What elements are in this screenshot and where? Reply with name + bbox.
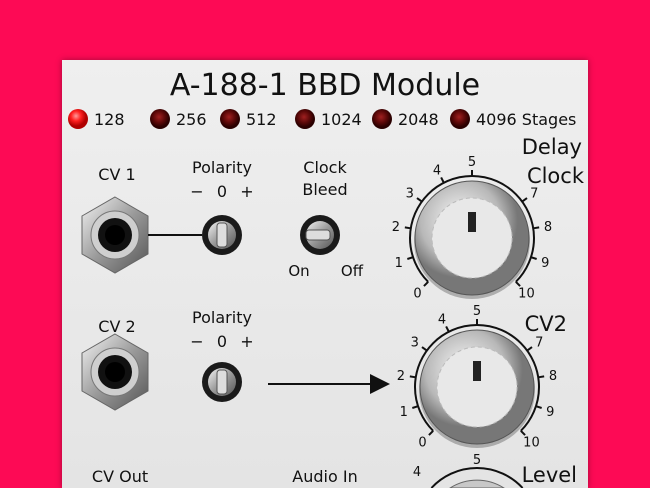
stage-led-0[interactable]: 128 xyxy=(68,109,125,129)
cv1-jack[interactable] xyxy=(81,196,149,274)
clock-bleed-on: On xyxy=(288,262,309,280)
level-knob[interactable] xyxy=(430,467,524,488)
cv1-label: CV 1 xyxy=(98,165,135,184)
stage-label: 128 xyxy=(94,110,125,129)
knob-cap xyxy=(436,346,518,428)
scale-tick xyxy=(409,375,416,379)
polarity1-toggle[interactable] xyxy=(202,215,242,255)
scale-label: 3 xyxy=(406,187,414,202)
scale-arc xyxy=(409,175,535,283)
scale-tick xyxy=(530,256,537,260)
scale-label: 9 xyxy=(546,405,554,420)
cv2-label: CV 2 xyxy=(98,317,135,336)
clock-bleed-off: Off xyxy=(341,262,364,280)
cv2-jack[interactable] xyxy=(81,333,149,411)
led-lamp xyxy=(220,109,240,129)
clock-bleed-label-1: Clock xyxy=(303,158,347,177)
scale-tick xyxy=(526,346,533,352)
stage-label: 1024 xyxy=(321,110,362,129)
stage-label: 2048 xyxy=(398,110,439,129)
stage-label: 4096 Stages xyxy=(476,110,576,129)
scale-tick xyxy=(416,197,423,203)
scale-label: 5 xyxy=(468,155,476,170)
scale-label: 0 xyxy=(418,435,426,450)
scale-label: 10 xyxy=(518,286,535,301)
level-knob-label: Level xyxy=(522,463,577,487)
scale-label: 10 xyxy=(523,435,540,450)
scale-label: 2 xyxy=(397,369,405,384)
clock-bleed-toggle[interactable] xyxy=(300,215,340,255)
led-lamp xyxy=(295,109,315,129)
scale-label: 4 xyxy=(433,163,441,178)
scale-label: 5 xyxy=(473,304,481,319)
module-title: A-188-1 BBD Module xyxy=(170,68,480,103)
scale-arc xyxy=(414,324,540,432)
stage-led-4[interactable]: 2048 xyxy=(372,109,439,129)
led-lamp xyxy=(150,109,170,129)
cv2-knob-label: CV2 xyxy=(525,312,567,336)
polarity2-zero: 0 xyxy=(217,332,227,351)
cv2-knob[interactable]: 01 2 3 4 5 7 8 9 10 xyxy=(397,304,557,450)
scale-tick xyxy=(520,430,526,436)
scale-label: 3 xyxy=(411,336,419,351)
delay-clock-label-1: Delay xyxy=(522,135,582,159)
scale-label: 7 xyxy=(535,336,543,351)
polarity2-plus: + xyxy=(240,332,253,351)
stage-led-3[interactable]: 1024 xyxy=(295,109,362,129)
arrow-icon xyxy=(268,374,390,394)
delay-clock-knob[interactable]: 01 2 3 4 5 7 8 9 10 xyxy=(392,155,552,301)
led-lamp xyxy=(450,109,470,129)
scale-label: 7 xyxy=(530,187,538,202)
polarity1-minus: − xyxy=(190,182,203,201)
scale-tick xyxy=(423,281,429,287)
knob-cap xyxy=(431,197,513,279)
clock-bleed-label-2: Bleed xyxy=(302,180,347,199)
scale-label: 9 xyxy=(541,256,549,271)
scale-tick xyxy=(538,375,545,379)
scale-tick xyxy=(404,226,411,230)
scale-tick xyxy=(445,325,450,333)
scale-label: 8 xyxy=(544,220,552,235)
scale-tick xyxy=(515,281,521,287)
stage-led-5[interactable]: 4096 Stages xyxy=(450,109,576,129)
scale-tick xyxy=(535,405,542,409)
led-lamp xyxy=(372,109,392,129)
scale-tick xyxy=(412,405,419,409)
stage-label: 256 xyxy=(176,110,207,129)
scale-tick xyxy=(428,430,434,436)
stage-led-1[interactable]: 256 xyxy=(150,109,207,129)
stage-label: 512 xyxy=(246,110,277,129)
polarity1-label: Polarity xyxy=(192,158,252,177)
polarity1-zero: 0 xyxy=(217,182,227,201)
scale-label: 4 xyxy=(438,312,446,327)
polarity1-plus: + xyxy=(240,182,253,201)
audio-in-label: Audio In xyxy=(292,467,357,486)
polarity2-minus: − xyxy=(190,332,203,351)
led-lamp xyxy=(68,109,88,129)
scale-tick xyxy=(407,256,414,260)
scale-label: 0 xyxy=(413,286,421,301)
scale-label: 8 xyxy=(549,369,557,384)
level-scale-4: 4 xyxy=(413,465,421,480)
scale-tick xyxy=(440,176,445,184)
scale-tick xyxy=(533,226,540,230)
cv-out-label: CV Out xyxy=(92,467,148,486)
scale-label: 2 xyxy=(392,220,400,235)
level-scale-5: 5 xyxy=(473,453,481,468)
scale-tick xyxy=(521,197,528,203)
scale-tick xyxy=(421,346,428,352)
delay-clock-label-2: Clock xyxy=(527,164,585,188)
scale-label: 1 xyxy=(395,256,403,271)
polarity2-label: Polarity xyxy=(192,308,252,327)
polarity2-toggle[interactable] xyxy=(202,362,242,402)
scale-label: 1 xyxy=(400,405,408,420)
stage-led-2[interactable]: 512 xyxy=(220,109,277,129)
